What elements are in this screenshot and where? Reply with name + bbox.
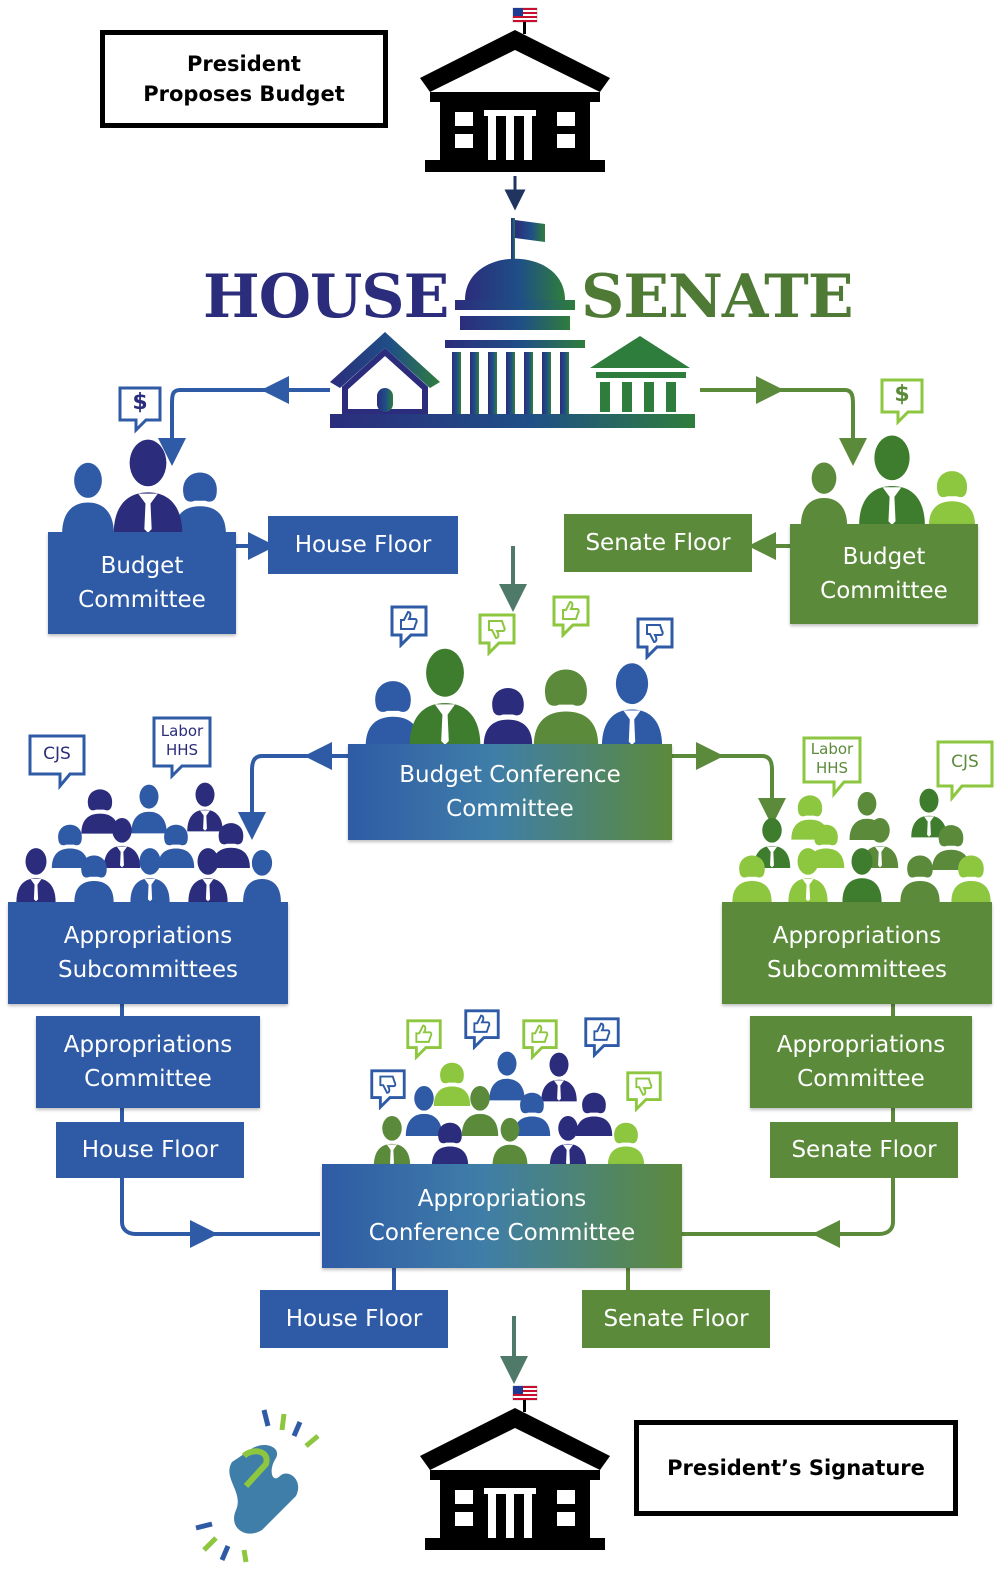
president-proposes-budget-box: President Proposes Budget [100,30,388,128]
senate-appropriations-committee: Appropriations Committee [750,1016,972,1108]
approp-conference-line-2: Conference Committee [368,1220,636,1246]
connector-senate-floor-to-approp-conference [682,1178,895,1236]
thumbs-down-bubble-icon [636,617,674,659]
senate-approp-line-1: Appropriations [776,1032,946,1058]
budget-conference-committee: Budget Conference Committee [348,744,672,840]
thumbs-down-bubble-icon [478,613,516,655]
labor-line: Labor [160,722,204,740]
senate-sub-line-1: Appropriations [772,923,942,949]
arrow-conference-to-senate-subcommittees [672,754,786,826]
labor-hhs-bubble-house [152,716,212,780]
senate-floor-3: Senate Floor [582,1290,770,1348]
budget-conference-line-2: Committee [446,796,574,822]
house-approp-line-2: Committee [84,1066,212,1092]
white-house-icon-bottom [420,1385,610,1550]
senate-sub-line-2: Subcommittees [766,957,947,983]
cjs-bubble-senate [936,740,994,803]
house-title: HOUSE [203,262,449,332]
hhs-line: HHS [165,741,199,759]
dollar-sign-senate: $ [894,382,910,407]
senate-floor-2: Senate Floor [770,1122,958,1178]
house-budget-line-2: Committee [78,587,206,613]
house-floor-3: House Floor [260,1290,448,1348]
budget-conference-line-1: Budget Conference [399,762,621,788]
dollar-sign-house: $ [132,390,148,415]
senate-budget-line-2: Committee [820,578,948,604]
dollar-bubble-senate [880,378,924,426]
senate-approp-line-2: Committee [797,1066,925,1092]
connector-house-floor-to-approp-conference [120,1178,320,1236]
thumbs-up-bubble-icon [584,1017,620,1057]
senate-floor-1: Senate Floor [564,514,752,572]
house-floor-1: House Floor [268,516,458,574]
arrow-capitol-to-senate-budget [700,388,867,466]
house-appropriations-committee: Appropriations Committee [36,1016,260,1108]
appropriations-conference-committee: Appropriations Conference Committee [322,1164,682,1268]
thumbs-up-bubble-icon [522,1019,558,1059]
president-box-line-1: President [187,52,301,76]
house-sub-line-2: Subcommittees [57,957,238,983]
labor-line: Labor [810,740,854,758]
thumbs-up-bubble-icon [406,1019,442,1059]
senate-title: SENATE [581,262,854,332]
hhs-line: HHS [815,759,849,777]
signed-bill-scroll-icon [195,1409,320,1563]
cjs-label-senate: CJS [951,752,979,772]
arrow-capitol-to-house-budget [158,388,330,466]
dollar-bubble-house [118,386,162,434]
house-appropriations-subcommittees: Appropriations Subcommittees [8,902,288,1004]
thumbs-up-bubble-icon [464,1009,500,1049]
approp-conference-line-1: Appropriations [417,1186,587,1212]
budget-conference-people [365,648,663,746]
labor-hhs-bubble-senate [802,736,862,799]
house-sub-line-1: Appropriations [63,923,233,949]
capitol-icon [330,218,695,428]
house-floor-2: House Floor [56,1122,244,1178]
thumbs-up-bubble-icon [390,605,428,647]
house-approp-line-1: Appropriations [63,1032,233,1058]
labor-hhs-label-senate: Labor HHS [804,740,860,778]
labor-hhs-label-house: Labor HHS [154,722,210,760]
house-budget-line-1: Budget [100,553,184,579]
approp-conference-crowd [373,1051,645,1166]
white-house-icon-top [420,7,610,172]
house-budget-people [62,439,226,534]
thumbs-up-bubble-icon [552,595,590,637]
senate-budget-people [800,435,976,526]
thumbs-down-bubble-icon [626,1071,662,1111]
cjs-label-house: CJS [43,744,71,764]
thumbs-down-bubble-icon [370,1069,406,1109]
presidents-signature-box: President’s Signature [634,1420,958,1516]
house-subcommittee-crowd [16,782,281,902]
senate-appropriations-subcommittees: Appropriations Subcommittees [722,902,992,1004]
senate-budget-line-1: Budget [842,544,926,570]
arrow-conference-to-house-subcommittees [238,754,348,840]
house-budget-committee: Budget Committee [48,532,236,634]
president-box-line-2: Proposes Budget [143,82,345,106]
senate-budget-committee: Budget Committee [790,524,978,624]
cjs-bubble-house [28,734,86,791]
